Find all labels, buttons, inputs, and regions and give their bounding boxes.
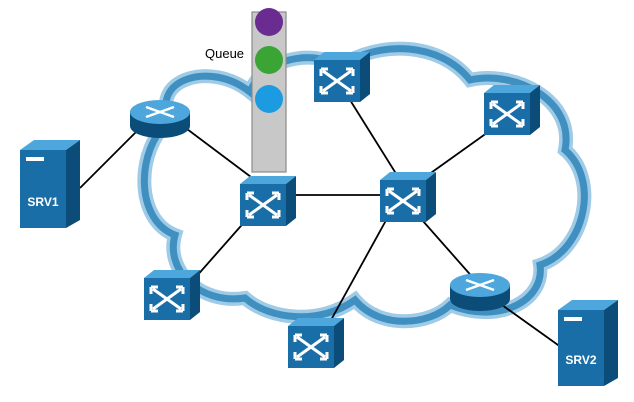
router-right <box>450 273 510 311</box>
srv2-label: SRV2 <box>565 353 596 367</box>
switch-bottom <box>288 318 344 368</box>
packet-purple <box>255 8 283 36</box>
switch-center-left <box>240 176 296 226</box>
switch-top-right <box>484 85 540 135</box>
server-srv2: SRV2 <box>558 300 618 386</box>
router-icon <box>145 105 175 119</box>
packet-green <box>255 46 283 74</box>
router-icon <box>465 278 495 292</box>
switch-center <box>380 172 436 222</box>
server-icon <box>564 317 582 321</box>
packet-blue <box>255 85 283 113</box>
queue-label: Queue <box>205 46 244 61</box>
server-srv1: SRV1 <box>20 140 80 228</box>
switch-top <box>314 52 370 102</box>
server-icon <box>26 157 44 161</box>
queue <box>251 8 287 173</box>
srv1-label: SRV1 <box>27 195 58 209</box>
router-left <box>130 100 190 138</box>
switch-bottom-left <box>144 270 200 320</box>
